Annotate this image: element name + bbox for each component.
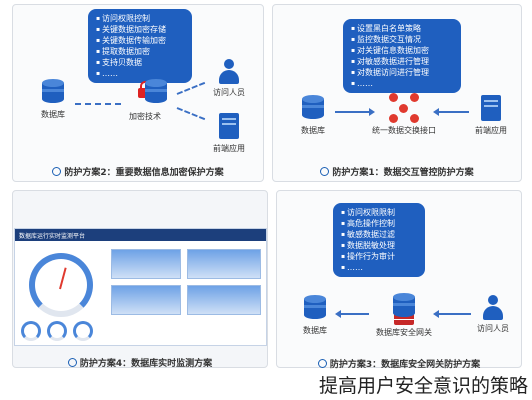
- monitor-dashboard: 数据库运行实时监测平台: [14, 228, 267, 346]
- scheme3-visitor: 访问人员: [471, 295, 515, 334]
- node-label: 前端应用: [475, 126, 507, 135]
- shield-icon: [320, 167, 330, 176]
- shield-icon: [67, 358, 77, 367]
- node-label: 前端应用: [213, 144, 245, 153]
- bullet: 对关键信息数据加密: [351, 45, 453, 56]
- waveform-panel: [111, 285, 181, 315]
- bullet: 监控数据交互情况: [351, 34, 453, 45]
- connector: [75, 103, 121, 105]
- bullet: 关键数据传输加密: [96, 35, 184, 46]
- node-label: 数据库安全网关: [376, 328, 432, 337]
- scheme1-app: 前端应用: [469, 95, 513, 136]
- node-label: 加密技术: [129, 112, 161, 121]
- bullet: 敏感数据过滤: [341, 229, 417, 240]
- scheme1-hub: 统一数据交换接口: [369, 93, 439, 136]
- scheme1-database: 数据库: [291, 95, 335, 136]
- bullet: 操作行为审计: [341, 251, 417, 262]
- server-icon: [216, 113, 242, 141]
- database-icon: [42, 79, 64, 107]
- bullet: 设置黑白名单策略: [351, 23, 453, 34]
- scheme2-app: 前端应用: [207, 113, 251, 154]
- database-icon: [393, 293, 415, 321]
- database-icon: [304, 295, 326, 323]
- scheme3-panel: 访问权限限制 高危操作控制 敏感数据过滤 数据脱敏处理 操作行为审计 …… 数据…: [276, 190, 522, 370]
- bullet: 提取数据加密: [96, 46, 184, 57]
- scheme2-encrypt: 加密技术: [123, 79, 167, 122]
- scheme4-caption: 防护方案4：数据库实时监测方案: [12, 356, 268, 369]
- scheme1-caption: 防护方案1：数据交互管控防护方案: [273, 165, 521, 178]
- waveform-panel: [111, 249, 181, 279]
- bullet: 访问权限限制: [341, 207, 417, 218]
- scheme2-caption: 防护方案2：重要数据信息加密保护方案: [13, 165, 263, 178]
- bullet: 对敏感数据进行管理: [351, 56, 453, 67]
- scheme2-bullets: 访问权限控制 关键数据加密存储 关键数据传输加密 提取数据加密 支持贝数据 ……: [88, 9, 192, 83]
- connector: [176, 81, 206, 95]
- node-label: 访问人员: [213, 88, 245, 97]
- scheme3-gateway: 数据库安全网关: [369, 293, 439, 338]
- bullet: ……: [96, 68, 184, 79]
- node-label: 统一数据交换接口: [372, 126, 436, 135]
- bullet: 支持贝数据: [96, 57, 184, 68]
- bullet: 对数据访问进行管理: [351, 67, 453, 78]
- scheme3-database: 数据库: [293, 295, 337, 336]
- user-icon: [482, 295, 504, 321]
- flow-arrow: [433, 108, 469, 116]
- connector: [176, 107, 206, 121]
- scheme2-visitor: 访问人员: [207, 59, 251, 98]
- scheme1-bullets: 设置黑白名单策略 监控数据交互情况 对关键信息数据加密 对敏感数据进行管理 对数…: [343, 19, 461, 93]
- flow-arrow: [335, 108, 375, 116]
- scheme3-caption: 防护方案3：数据库安全网关防护方案: [277, 357, 521, 370]
- shield-icon: [52, 167, 62, 176]
- user-icon: [218, 59, 240, 85]
- database-icon: [145, 79, 167, 107]
- gauge-icon: [47, 321, 67, 341]
- flow-arrow: [335, 310, 369, 318]
- gauge-icon: [29, 253, 93, 317]
- node-label: 数据库: [303, 326, 327, 335]
- gauge-icon: [21, 321, 41, 341]
- waveform-panel: [187, 249, 261, 279]
- shield-icon: [317, 359, 327, 368]
- node-label: 数据库: [301, 126, 325, 135]
- page-title: 提高用户安全意识的策略: [318, 375, 528, 397]
- server-icon: [478, 95, 504, 123]
- network-hub-icon: [389, 93, 419, 123]
- scheme2-database: 数据库: [33, 79, 73, 120]
- bullet: 关键数据加密存储: [96, 24, 184, 35]
- scheme1-panel: 设置黑白名单策略 监控数据交互情况 对关键信息数据加密 对敏感数据进行管理 对数…: [272, 4, 522, 182]
- node-label: 数据库: [41, 110, 65, 119]
- gauge-icon: [73, 321, 93, 341]
- node-label: 访问人员: [477, 324, 509, 333]
- dashboard-title: 数据库运行实时监测平台: [19, 232, 86, 240]
- bullet: ……: [341, 262, 417, 273]
- waveform-panel: [187, 285, 261, 315]
- bullet: 数据脱敏处理: [341, 240, 417, 251]
- scheme2-panel: 访问权限控制 关键数据加密存储 关键数据传输加密 提取数据加密 支持贝数据 ………: [12, 4, 264, 182]
- bullet: ……: [351, 78, 453, 89]
- bullet: 访问权限控制: [96, 13, 184, 24]
- dashboard-titlebar: 数据库运行实时监测平台: [15, 229, 266, 241]
- database-icon: [302, 95, 324, 123]
- scheme3-bullets: 访问权限限制 高危操作控制 敏感数据过滤 数据脱敏处理 操作行为审计 ……: [333, 203, 425, 277]
- flow-arrow: [433, 310, 471, 318]
- bullet: 高危操作控制: [341, 218, 417, 229]
